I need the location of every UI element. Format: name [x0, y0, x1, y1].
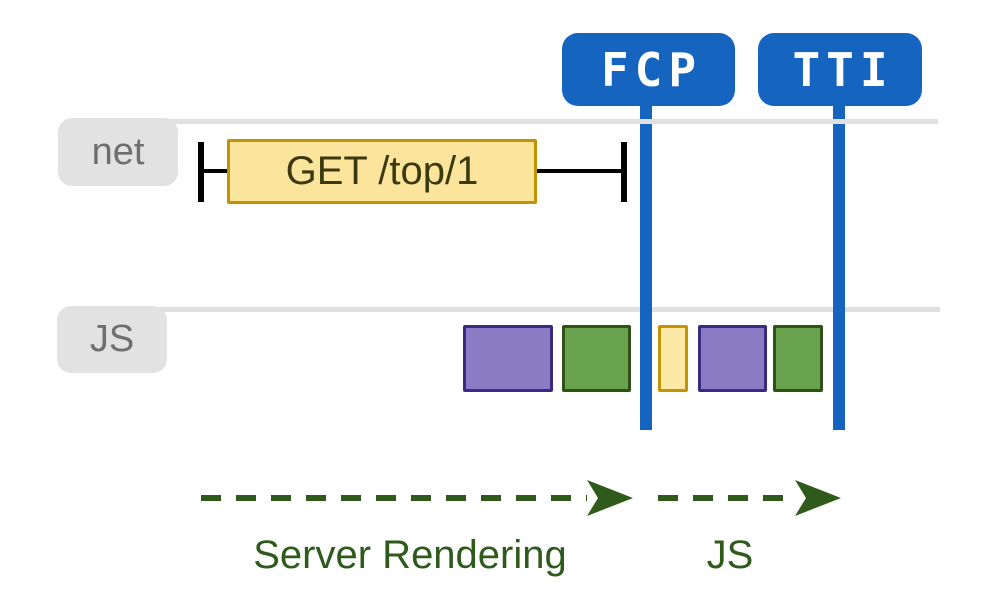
js-block-green — [562, 325, 631, 392]
js-block-purple — [463, 325, 553, 392]
js-phase-text: JS — [706, 532, 754, 577]
js-track-label-text: JS — [89, 318, 135, 360]
fcp-badge: FCP — [562, 33, 735, 106]
network-request-box: GET /top/1 — [227, 139, 537, 204]
js-block-purple — [698, 325, 767, 392]
js-block-yellow — [658, 325, 688, 392]
js-track-label: JS — [57, 306, 167, 373]
net-track-line — [110, 119, 938, 124]
net-track-label-text: net — [91, 130, 145, 173]
fcp-badge-label: FCP — [600, 42, 703, 97]
request-end-tick — [621, 142, 627, 202]
js-phase-arrow — [658, 480, 841, 516]
server-rendering-arrow — [201, 480, 633, 516]
request-start-tick — [198, 142, 204, 202]
tti-badge-label: TTI — [792, 42, 894, 97]
tti-marker-line — [833, 100, 845, 430]
js-phase-label: JS — [650, 532, 810, 578]
tti-badge: TTI — [758, 33, 922, 106]
server-rendering-phase-label: Server Rendering — [190, 532, 630, 578]
net-track-label: net — [58, 118, 178, 186]
js-block-green — [773, 325, 823, 392]
fcp-marker-line — [640, 100, 652, 430]
js-track-line — [110, 307, 940, 312]
network-request-label: GET /top/1 — [285, 149, 479, 193]
server-rendering-phase-text: Server Rendering — [253, 532, 567, 577]
